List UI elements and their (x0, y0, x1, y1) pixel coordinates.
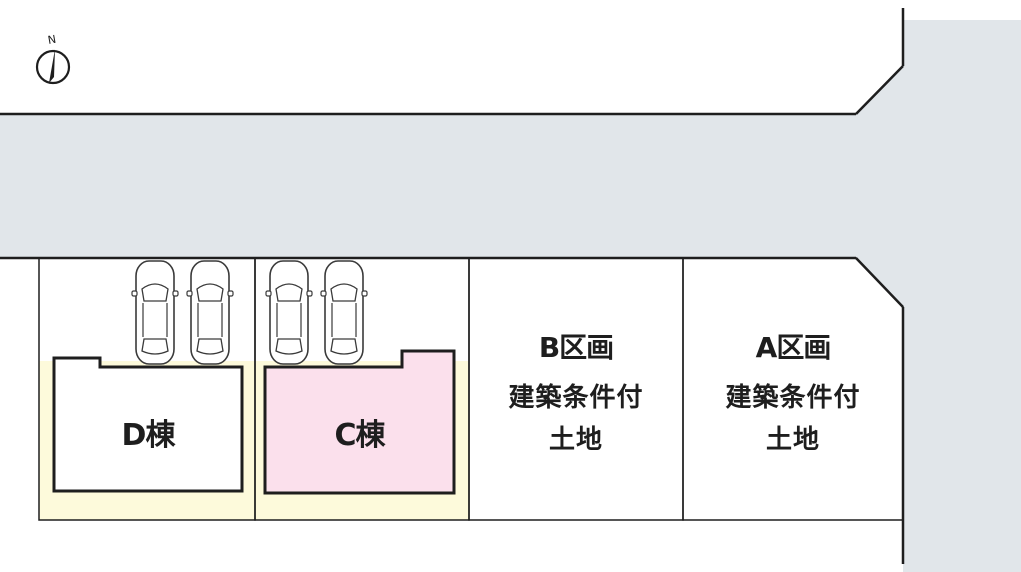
building-c (263, 349, 456, 495)
plot-a-condition: 建築条件付 土地 (683, 377, 903, 461)
north-label: N (47, 33, 57, 47)
building-d-label: D棟 (121, 418, 176, 453)
plot-b-name: B区画 (538, 331, 614, 364)
car-icon (265, 260, 313, 365)
north-arrow-icon: N (35, 33, 71, 85)
plot-b-condition-line2: 土地 (548, 425, 603, 455)
plot-b-condition-line1: 建築条件付 (508, 383, 644, 413)
car-icon (131, 260, 179, 365)
road-corner-north (855, 65, 904, 115)
car-icon (320, 260, 368, 365)
plot-b-condition: 建築条件付 土地 (469, 377, 683, 461)
plot-a-name: A区画 (755, 331, 832, 364)
plot-a-condition-line2: 土地 (765, 425, 820, 455)
car-icon (186, 260, 234, 365)
building-c-label: C棟 (334, 418, 385, 453)
road-north (0, 20, 1021, 572)
parking-area (131, 260, 368, 365)
building-d (52, 356, 244, 493)
lot-a (682, 257, 904, 521)
plot-a-condition-line1: 建築条件付 (725, 383, 861, 413)
